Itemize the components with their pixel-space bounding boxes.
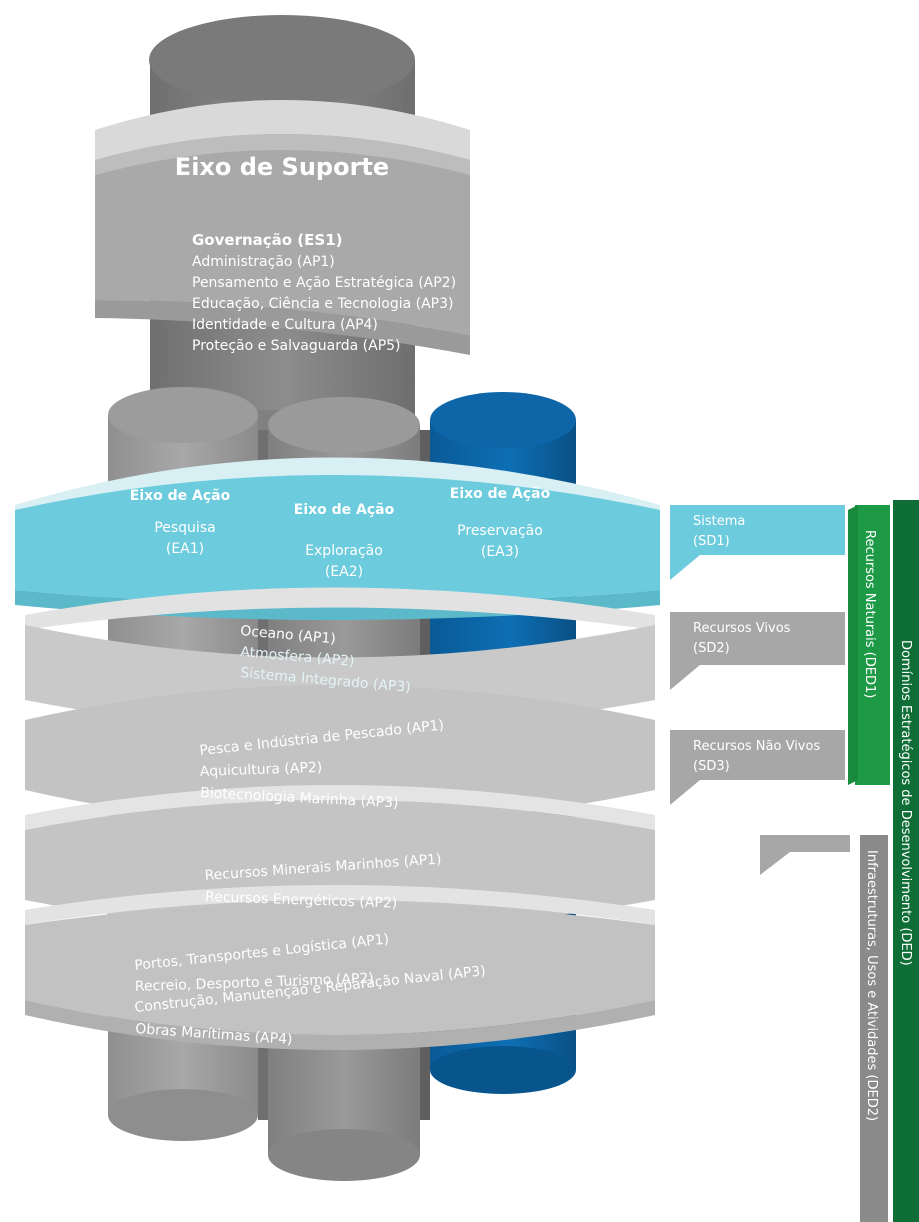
nonliving-item-2: Recursos Energéticos (AP2) (205, 889, 398, 912)
side-label-2-line1: Recursos Vivos (693, 621, 791, 636)
governance-heading: Governação (ES1) (192, 231, 343, 249)
living-ring-back (25, 587, 655, 630)
axis-3-title: Eixo de Ação (450, 486, 551, 502)
side-label-3-line1: Recursos Não Vivos (693, 739, 820, 754)
axis-2-code: (EA2) (325, 564, 363, 580)
side-label-1-line1: Sistema (693, 514, 745, 529)
side-label-3-line2: (SD3) (693, 759, 730, 774)
sistema-ring (15, 475, 660, 605)
sistema-ring-back (15, 457, 660, 520)
governance-band-back (95, 100, 470, 165)
governance-ring (95, 134, 470, 335)
side-label-1-line2: (SD1) (693, 534, 730, 549)
axis-1-name: Pesquisa (154, 520, 215, 536)
domain-infra-label: Infraestruturas, Usos e Atividades (DED2… (864, 850, 879, 1121)
support-item-3: Educação, Ciência e Tecnologia (AP3) (192, 296, 454, 312)
infra-ring (25, 902, 655, 1035)
domain-overall-label: Domínios Estratégicos de Desenvolvimento… (898, 640, 913, 966)
living-ring-2 (25, 685, 655, 825)
side-callouts (670, 505, 850, 875)
axis-3-name: Preservação (457, 523, 543, 539)
side-label-2-line2: (SD2) (693, 641, 730, 656)
living-item-2: Aquicultura (AP2) (200, 760, 323, 780)
axis-2-name: Exploração (305, 543, 383, 559)
support-item-2: Pensamento e Ação Estratégica (AP2) (192, 275, 456, 291)
domain-bars (848, 500, 919, 1222)
domain-natural-label: Recursos Naturais (DED1) (862, 530, 877, 698)
axis-1-code: (EA1) (166, 541, 204, 557)
axis-2-title: Eixo de Ação (294, 502, 395, 518)
support-item-4: Identidade e Cultura (AP4) (192, 317, 378, 333)
axis-1-title: Eixo de Ação (130, 488, 231, 504)
support-item-5: Proteção e Salvaguarda (AP5) (192, 338, 401, 354)
support-item-1: Administração (AP1) (192, 254, 335, 270)
support-title: Eixo de Suporte (175, 153, 389, 181)
axis-3-code: (EA3) (481, 544, 519, 560)
